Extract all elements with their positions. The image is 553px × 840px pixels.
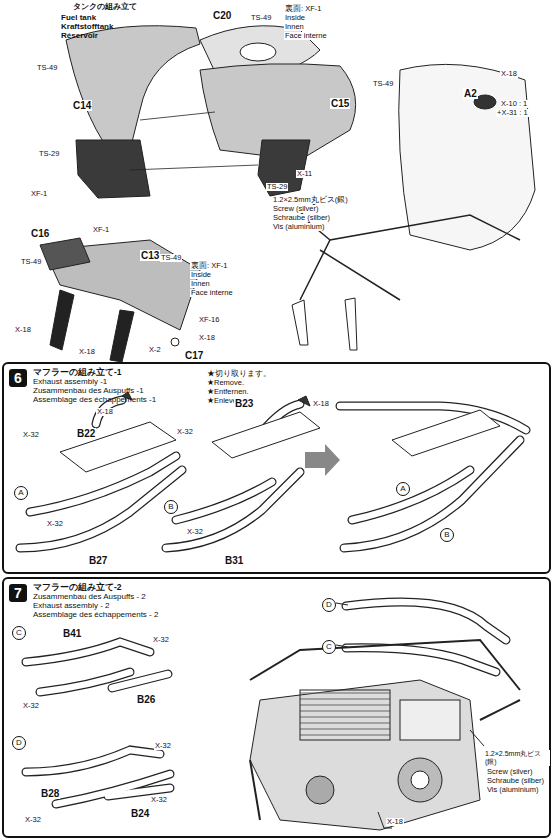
step-number: 6 <box>9 369 27 387</box>
paint-note: X-32 <box>22 431 40 439</box>
part-number: B24 <box>130 808 150 819</box>
paint-note: X-32 <box>46 520 64 528</box>
part-number: C16 <box>30 228 50 239</box>
section-heading: Réservoir <box>60 32 99 40</box>
paint-note: XF-16 <box>198 316 220 324</box>
assembly-letter: B <box>440 528 454 542</box>
step-number: 7 <box>9 584 27 602</box>
step-panel: 7 マフラーの組み立て-2Zusammenbau des Auspuffs - 2… <box>2 577 551 838</box>
paint-note: X-32 <box>150 796 168 804</box>
step-heading: マフラーの組み立て-2 <box>33 583 122 592</box>
paint-note: TS-49 <box>250 14 272 22</box>
part-number: B31 <box>224 555 244 566</box>
paint-note: TS-49 <box>20 258 42 266</box>
part-number: B27 <box>88 555 108 566</box>
step-heading: Assemblage des échappements -1 <box>33 395 156 404</box>
paint-note: ★切り取ります。 <box>206 370 272 378</box>
assembly-letter: D <box>322 598 336 612</box>
part-number: B28 <box>40 788 60 799</box>
paint-note: X-2 <box>148 346 162 354</box>
paint-note: X-18 <box>500 70 518 78</box>
paint-note: X-32 <box>154 742 172 750</box>
assembly-letter: D <box>12 736 26 750</box>
paint-note: ★Entfernen. <box>206 388 250 396</box>
paint-note: X-11 <box>296 170 313 178</box>
section-heading: Fuel tank <box>60 14 97 22</box>
part-number: C17 <box>184 350 204 361</box>
paint-note: X-32 <box>152 636 170 644</box>
paint-note: Screw (silver) <box>272 205 319 213</box>
paint-note: 1.2×2.5mm丸ビス(銀) <box>272 196 349 204</box>
paint-note: Innen <box>284 23 305 31</box>
step-panel: 6 マフラーの組み立て-1Exhaust assembly -1Zusammenb… <box>2 362 551 574</box>
paint-note: 裏面: XF-1 <box>190 262 228 270</box>
paint-note: Schraube (silber) <box>486 777 545 785</box>
paint-note: Schraube (silber) <box>272 214 331 222</box>
paint-note: Face interne <box>284 32 328 40</box>
paint-note: X-10 : 1 <box>500 100 528 108</box>
section-heading: タンクの組み立て <box>72 3 138 11</box>
part-number: C14 <box>72 100 92 111</box>
part-number: B23 <box>234 398 254 409</box>
step-heading: Assemblage des échappements - 2 <box>33 610 158 619</box>
paint-note: +X-31 : 1 <box>496 109 529 117</box>
step-heading: Exhaust assembly -1 <box>33 377 107 386</box>
paint-note: XF-1 <box>92 226 110 234</box>
part-number: B26 <box>136 694 156 705</box>
paint-note: 裏面: XF-1 <box>284 5 322 13</box>
paint-note: TS-49 <box>372 80 394 88</box>
step-heading: Zusammenbau des Auspuffs -1 <box>33 386 144 395</box>
paint-note: Vis (aluminium) <box>272 223 326 231</box>
paint-note: Screw (silver) <box>486 768 533 776</box>
assembly-letter: B <box>164 500 178 514</box>
part-number: A2 <box>463 88 478 99</box>
paint-note: X-18 <box>386 818 404 826</box>
paint-note: TS-29 <box>266 183 288 191</box>
paint-note: X-32 <box>22 702 40 710</box>
paint-note: X-32 <box>186 528 204 536</box>
paint-note: Inside <box>190 271 212 279</box>
paint-note: Face interne <box>190 289 234 297</box>
paint-note: X-18 <box>78 348 96 356</box>
paint-note: TS-49 <box>36 64 58 72</box>
assembly-letter: A <box>396 482 410 496</box>
paint-note: Inside <box>284 14 306 22</box>
paint-note: X-18 <box>14 326 32 334</box>
step-heading: Zusammenbau des Auspuffs - 2 <box>33 592 146 601</box>
paint-note: X-18 <box>198 334 216 342</box>
assembly-letter: C <box>12 626 26 640</box>
step-heading: Exhaust assembly - 2 <box>33 601 109 610</box>
paint-note: Vis (aluminium) <box>486 786 540 794</box>
paint-note: ★Remove. <box>206 379 245 387</box>
part-number: B22 <box>76 428 96 439</box>
part-number: C20 <box>212 10 232 21</box>
paint-note: 1.2×2.5mm丸ビス(銀) <box>484 750 550 766</box>
paint-note: X-32 <box>176 428 194 436</box>
step-heading: マフラーの組み立て-1 <box>33 368 122 377</box>
paint-note: X-18 <box>96 408 114 416</box>
paint-note: XF-1 <box>30 190 48 198</box>
assembly-letter: A <box>14 486 28 500</box>
section-heading: Kraftstofftank <box>60 23 114 31</box>
paint-note: X-32 <box>24 816 42 824</box>
paint-note: Innen <box>190 280 211 288</box>
part-number: C15 <box>330 98 350 109</box>
paint-note: TS-49 <box>160 254 182 262</box>
part-number: B41 <box>62 628 82 639</box>
paint-note: X-18 <box>312 400 330 408</box>
assembly-letter: C <box>322 640 336 654</box>
paint-note: TS-29 <box>38 150 60 158</box>
part-number: C13 <box>140 250 160 261</box>
